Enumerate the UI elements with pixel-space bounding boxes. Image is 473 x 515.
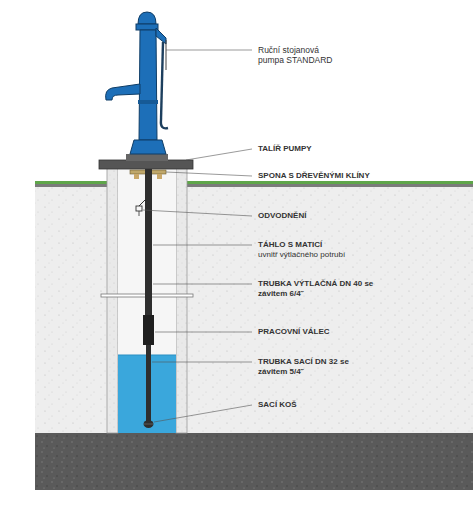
part-label: PRACOVNÍ VÁLEC — [258, 327, 458, 337]
part-label: SACÍ KOŠ — [258, 400, 458, 410]
part-label: TÁHLO S MATICÍ — [258, 240, 458, 250]
part-label: uvnitř výtlačného potrubí — [258, 250, 458, 260]
part-label: Ruční stojanová pumpa STANDARD — [258, 45, 340, 65]
part-label: TALÍŘ PUMPY — [258, 144, 458, 154]
part-label: TRUBKA VÝTLAČNÁ DN 40 se závitem 6/4˝ — [258, 279, 378, 299]
part-label: SPONA S DŘEVĚNÝMI KLÍNY — [258, 171, 458, 181]
part-label: TRUBKA SACÍ DN 32 se závitem 5/4˝ — [258, 357, 356, 377]
part-label: ODVODNĚNÍ — [258, 211, 458, 221]
